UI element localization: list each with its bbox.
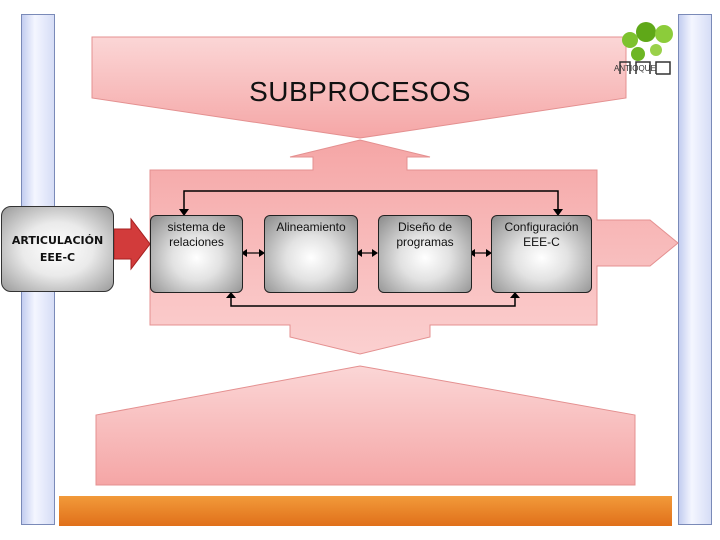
articulacion-box: ARTICULACIÓN EEE-C [1, 206, 114, 292]
bottom-up-arrow [95, 365, 636, 486]
articulacion-line1: ARTICULACIÓN [11, 234, 104, 247]
subprocess-label: Alineamiento [276, 220, 346, 234]
bottom-bar [59, 496, 672, 526]
subprocess-box-configuracion: Configuración EEE-C [491, 215, 592, 293]
bottom-connector-arrowhead-left [226, 292, 236, 298]
top-down-arrow [91, 36, 627, 139]
link-arrow-1-2 [241, 249, 265, 257]
input-arrow [113, 217, 151, 271]
right-sidebar [678, 14, 712, 525]
logo-text: ANTIOQUE [614, 64, 656, 73]
subprocess-label: sistema de [167, 220, 226, 234]
top-connector-arrowhead-left [179, 209, 189, 216]
organization-logo [616, 18, 680, 84]
subprocess-box-diseno: Diseño de programas [378, 215, 472, 293]
top-connector-line [183, 190, 559, 213]
articulacion-line2: EEE-C [39, 251, 76, 264]
subprocess-label: EEE-C [523, 235, 560, 249]
diagram-title: SUBPROCESOS [249, 76, 471, 107]
bottom-connector-line [230, 295, 516, 307]
link-arrow-3-4 [469, 249, 492, 257]
link-arrow-2-3 [356, 249, 378, 257]
subprocess-box-relaciones: sistema de relaciones [150, 215, 243, 293]
subprocess-label: Diseño de [397, 220, 453, 234]
top-connector-arrowhead-right [553, 209, 563, 216]
subprocess-label: relaciones [169, 235, 224, 249]
bottom-connector-arrowhead-right [510, 292, 520, 298]
subprocess-label: programas [396, 235, 454, 249]
subprocess-box-alineamiento: Alineamiento [264, 215, 358, 293]
subprocess-label: Configuración [504, 220, 579, 234]
